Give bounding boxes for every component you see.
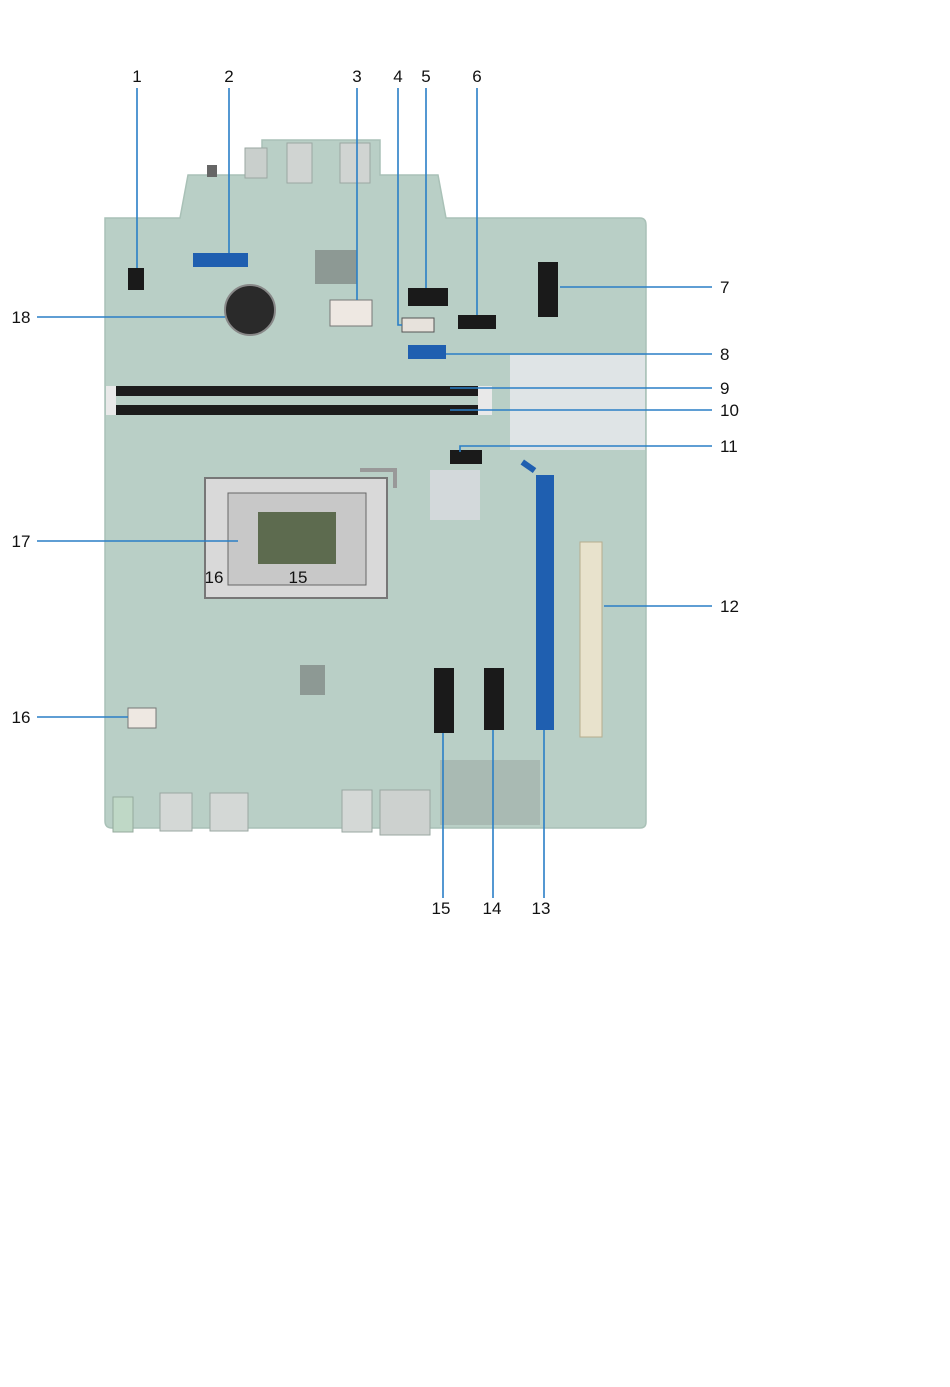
cpu-power-connector (128, 708, 156, 728)
power-switch-connector (408, 288, 448, 306)
callout-15: 15 (432, 899, 451, 918)
callout-11: 11 (720, 437, 738, 456)
pcie-x1-slot-1 (434, 668, 454, 733)
callout-8: 8 (720, 345, 729, 364)
rear-io-usb-top-2 (340, 143, 370, 183)
board-chip (315, 250, 357, 284)
callout-12: 12 (720, 597, 739, 616)
sata-connector-blue (408, 345, 446, 359)
callout-18: 18 (12, 308, 31, 327)
cpu-pin-field (258, 512, 336, 564)
dimm-latch-1 (106, 386, 116, 415)
rear-io-usb-top-1 (287, 143, 312, 183)
rear-io-dark-area (440, 760, 540, 825)
callout-2: 2 (224, 67, 233, 86)
pcie-connector-area (300, 665, 325, 695)
callout-13: 13 (532, 899, 551, 918)
fan-connector (128, 268, 144, 290)
socket-marker-left: 16 (205, 568, 224, 587)
callout-16: 16 (12, 708, 31, 727)
callout-10: 10 (720, 401, 739, 420)
dimm-slot-2 (112, 405, 492, 415)
rear-io-audio-bottom (113, 797, 133, 832)
m2-slot-top (538, 262, 558, 317)
callout-1: 1 (132, 67, 141, 86)
rear-io-usb-bottom (342, 790, 372, 832)
rear-io-small (207, 165, 217, 177)
intrusion-connector (402, 318, 434, 332)
coin-cell-battery (225, 285, 275, 335)
callout-4: 4 (393, 67, 402, 86)
rear-io-dp-bottom (210, 793, 248, 831)
rear-io-audio (245, 148, 267, 178)
socket-marker-right: 15 (289, 568, 308, 587)
callout-14: 14 (483, 899, 502, 918)
atx-power-connector (330, 300, 372, 326)
system-board (105, 140, 646, 835)
pcie-x16-slot (536, 475, 554, 730)
rear-io-hdmi-bottom (160, 793, 192, 831)
callout-7: 7 (720, 278, 729, 297)
callout-3: 3 (352, 67, 361, 86)
sata-connector-black (458, 315, 496, 329)
heatsink-area (510, 355, 645, 450)
pci-slot (580, 542, 602, 737)
dimm-slot-1 (112, 386, 492, 396)
rear-io-rj45-bottom (380, 790, 430, 835)
front-panel-connector (193, 253, 248, 267)
pcie-x1-slot-2 (484, 668, 504, 730)
m2-slot-middle (450, 450, 482, 464)
callout-17: 17 (12, 532, 31, 551)
callout-5: 5 (421, 67, 430, 86)
callout-6: 6 (472, 67, 481, 86)
m2-standoff-area (430, 470, 480, 520)
callout-9: 9 (720, 379, 729, 398)
